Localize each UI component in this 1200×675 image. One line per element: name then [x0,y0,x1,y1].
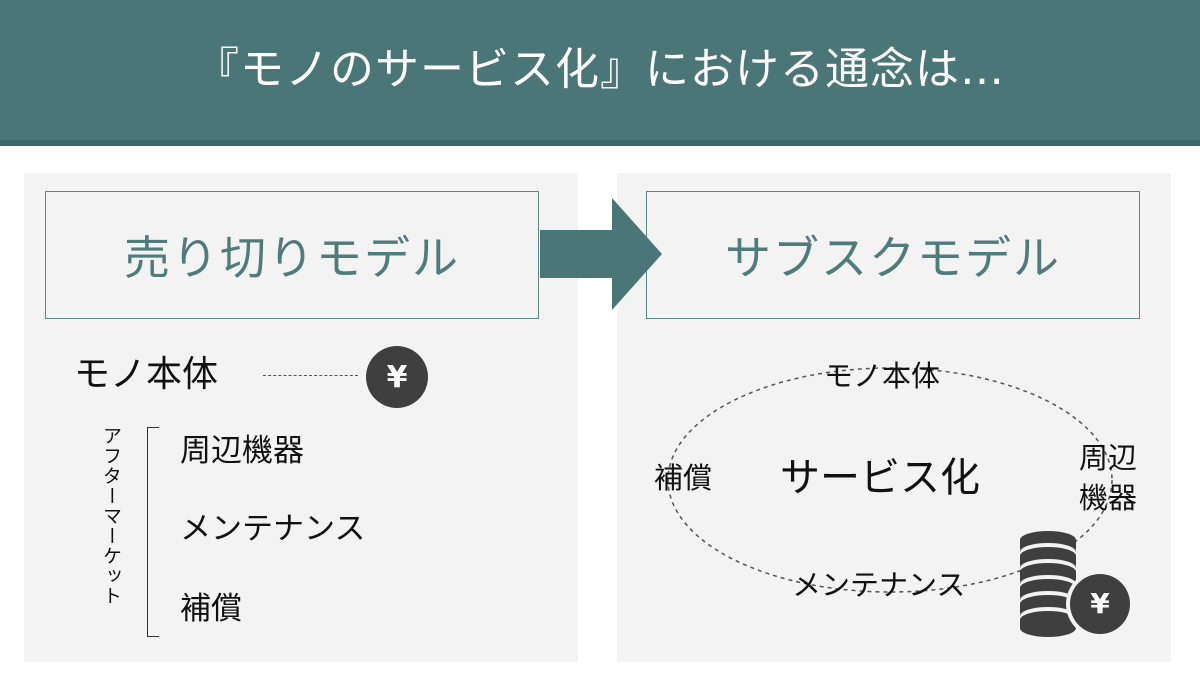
aftermarket-item-maintenance: メンテナンス [180,511,366,547]
product-body-label: モノ本体 [74,354,219,395]
service-cycle-ellipse [667,367,1113,593]
aftermarket-item-peripherals: 周辺機器 [180,433,304,469]
cycle-center-service: サービス化 [780,455,980,501]
aftermarket-label: アフターマーケット [100,426,122,606]
yen-coin-icon: ¥ [366,346,428,408]
coin-stack-icon [1020,531,1134,638]
aftermarket-bracket [147,427,159,637]
cycle-maintenance: メンテナンス [792,568,966,602]
dashed-connector [263,375,358,376]
cycle-peripherals: 周辺機器 [1078,441,1137,515]
sell-out-model-title: 売り切りモデル [124,231,460,285]
sell-out-model-box: 売り切りモデル [45,191,539,319]
subscription-model-box: サブスクモデル [646,191,1140,319]
sell-out-panel: 売り切りモデル [24,173,578,662]
header-bar: 『モノのサービス化』における通念は… [0,0,1200,146]
right-arrow-icon [540,198,662,310]
aftermarket-item-warranty: 補償 [180,591,242,627]
cycle-product-body: モノ本体 [824,359,941,393]
page-title: 『モノのサービス化』における通念は… [195,44,1005,95]
cycle-warranty: 補償 [654,461,713,495]
coin-stack-yen-symbol: ¥ [1090,587,1110,620]
subscription-model-title: サブスクモデル [725,231,1061,285]
